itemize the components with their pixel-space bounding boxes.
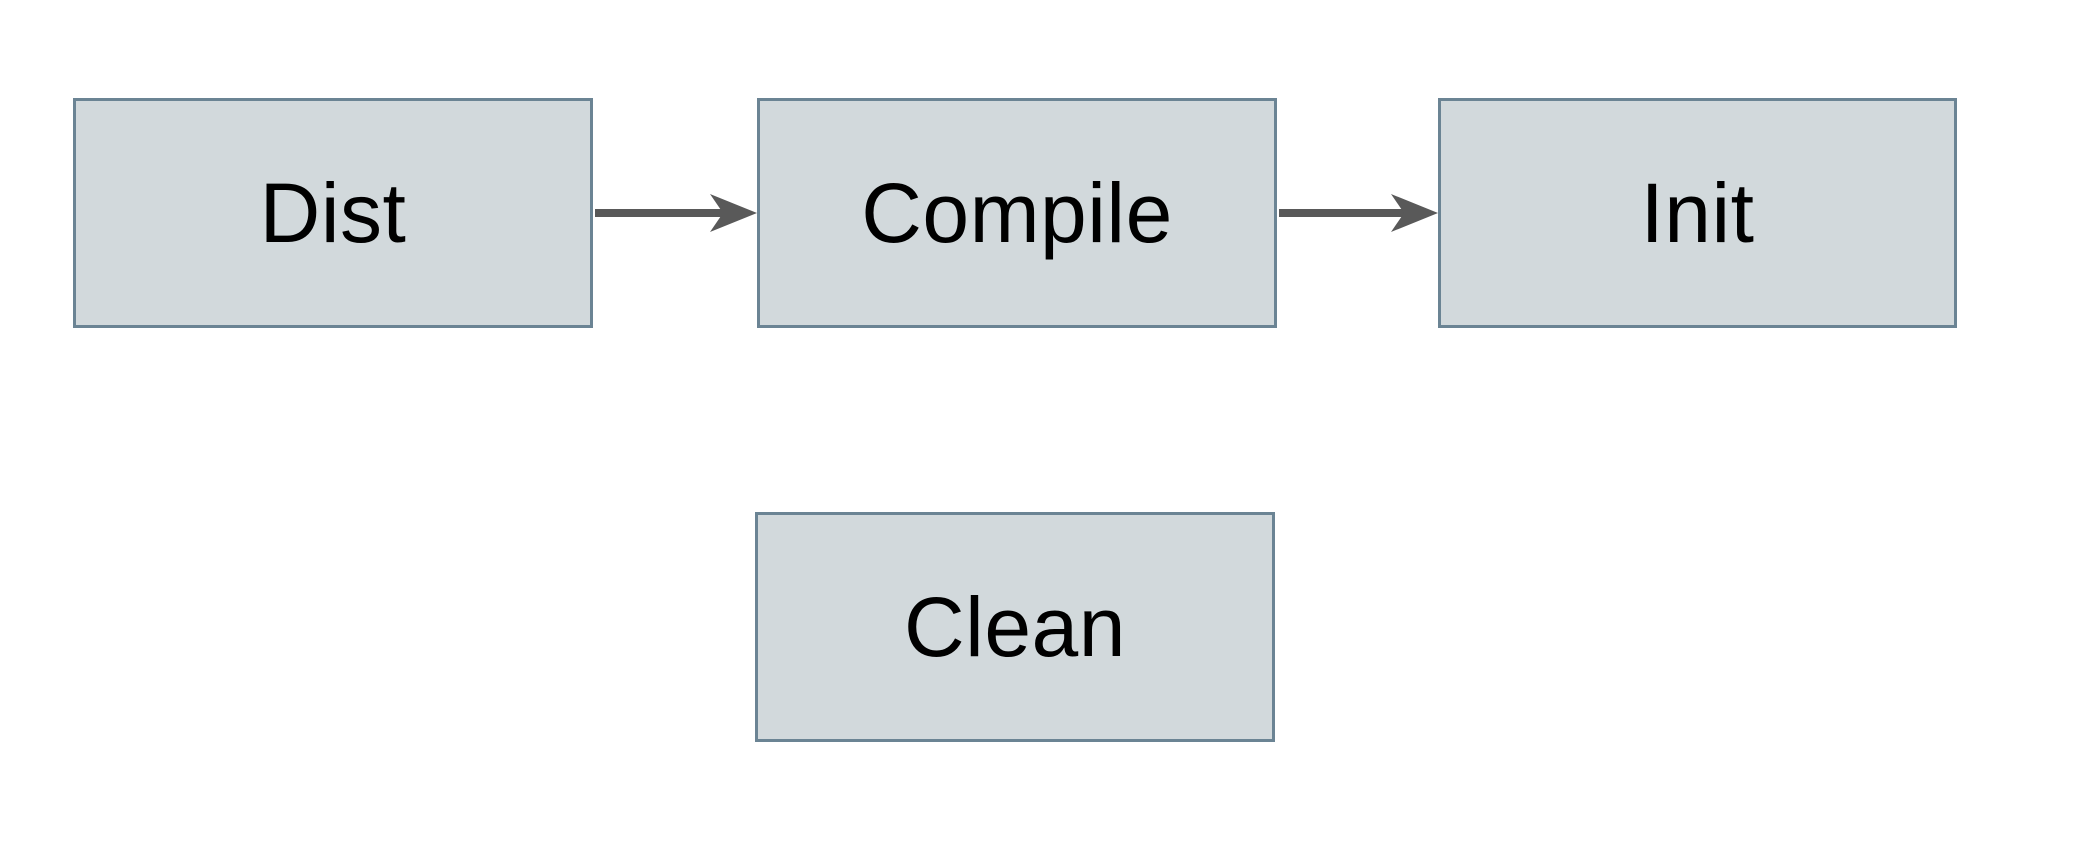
arrow-compile-to-init: [1279, 194, 1438, 232]
node-compile: Compile: [757, 98, 1277, 328]
node-init: Init: [1438, 98, 1957, 328]
node-compile-label: Compile: [861, 166, 1173, 260]
node-init-label: Init: [1640, 166, 1755, 260]
node-dist: Dist: [73, 98, 593, 328]
node-clean-label: Clean: [904, 580, 1126, 674]
arrow-head-icon: [710, 194, 757, 232]
node-dist-label: Dist: [259, 166, 407, 260]
arrow-dist-to-compile: [595, 194, 757, 232]
node-clean: Clean: [755, 512, 1275, 742]
arrow-head-icon: [1391, 194, 1438, 232]
